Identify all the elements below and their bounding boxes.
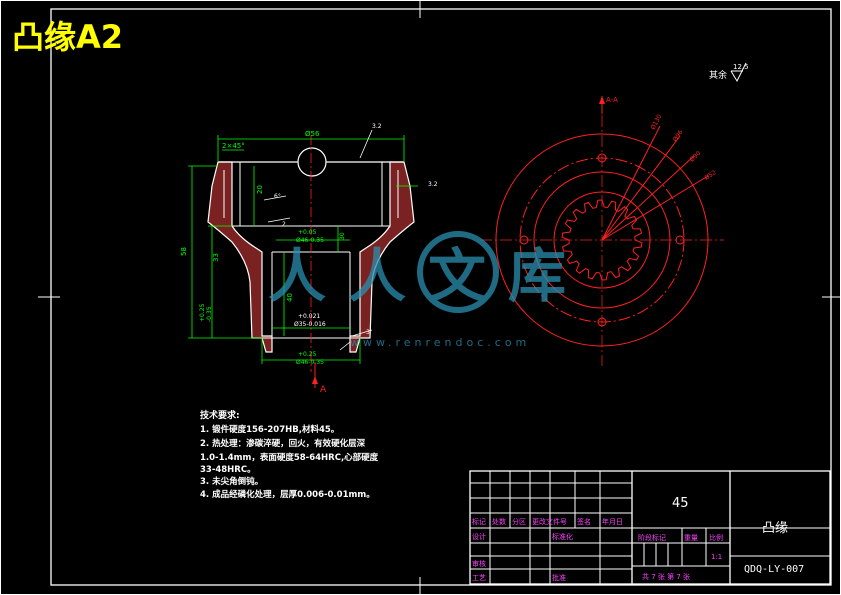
pin-hole: [297, 147, 327, 177]
dim-r2: 2: [282, 221, 286, 228]
dim-r3: 3: [366, 329, 370, 336]
watermark-text: 人人文库: [268, 242, 588, 310]
dim-tol-small: +0.021: [298, 313, 320, 320]
dim-d46-bot: Ø46-0.35: [296, 359, 324, 366]
section-view: A: [180, 123, 438, 395]
title-block-text: 标记 处数 分区 更改文件号 签名 年月日 设计 标准化 审核 工艺 批准 阶段…: [472, 496, 804, 582]
tb-sheets: 共 7 张 第 7 张: [642, 572, 690, 581]
notes-heading: 技术要求:: [200, 409, 240, 421]
tb-weight-label: 重量: [684, 534, 698, 542]
section-dimensions: [188, 135, 418, 364]
dim-tol-a: +0.25: [199, 303, 206, 322]
watermark-logo-ring: [417, 231, 499, 313]
section-arrows: [312, 362, 318, 388]
roughness-prefix: 其余: [709, 69, 727, 81]
tb-scale-value: 1:1: [711, 553, 722, 561]
notes-line-5: 3. 未尖角倒钝。: [200, 476, 263, 487]
dim-h40: 40: [286, 293, 294, 302]
title-block: [469, 470, 831, 585]
section-label-bottom: A: [320, 385, 327, 395]
tb-standard: 标准化: [552, 532, 573, 541]
tb-stage-label: 阶段标记: [638, 533, 666, 542]
notes-line-3: 1.0-1.4mm，表面硬度58-64HRC,心部硬度: [200, 452, 379, 463]
dia-130: Ø130: [650, 113, 664, 131]
circular-view: [480, 96, 724, 366]
tb-design: 设计: [472, 532, 486, 541]
dim-h30: 30: [339, 232, 346, 240]
dim-d35: Ø35-0.016: [294, 321, 326, 328]
dim-tol-bot: +0.25: [298, 351, 317, 358]
dim-d56: Ø56: [305, 130, 320, 138]
tb-part-name: 凸缘: [762, 521, 788, 536]
tb-header-5: 年月日: [602, 517, 623, 526]
watermark-url: www.renrendoc.com: [350, 336, 530, 349]
tb-material: 45: [672, 496, 689, 511]
roughness-value: 12.5: [733, 63, 749, 71]
roughness-right: 3.2: [428, 181, 438, 188]
frame-center-marks: [38, 0, 841, 595]
drawing-title: 凸缘A2: [12, 18, 123, 56]
tb-approve: 批准: [552, 573, 566, 582]
dim-tol-b: -0.35: [206, 306, 213, 322]
notes-line-2: 2. 热处理：渗碳淬硬，回火，有效硬化层深: [200, 438, 366, 449]
tb-review: 审核: [472, 559, 486, 568]
tb-process: 工艺: [472, 574, 486, 582]
tb-header-4: 签名: [577, 517, 591, 526]
notes-line-1: 1. 锻件硬度156-207HB,材料45。: [200, 424, 339, 435]
notes-line-4: 33-48HRC。: [200, 465, 256, 475]
dia-96: Ø96: [672, 129, 685, 143]
roughness-left: 3.2: [372, 123, 382, 130]
dia-52: Ø52: [703, 169, 717, 182]
tb-scale-label: 比例: [709, 533, 723, 542]
watermark: 人人文库 www.renrendoc.com: [268, 231, 588, 349]
dim-chamfer: 2×45°: [222, 142, 245, 150]
dia-90: Ø90: [689, 150, 703, 164]
tb-header-0: 标记: [472, 517, 486, 526]
tb-header-2: 分区: [512, 517, 526, 526]
section-label-aa: A-A: [606, 96, 618, 104]
dim-tol-pos: +0.05: [298, 229, 317, 236]
dim-angle6: 6°: [274, 193, 281, 200]
dim-h33: 33: [212, 253, 220, 262]
technical-notes: 技术要求: 1. 锻件硬度156-207HB,材料45。 2. 热处理：渗碳淬硬…: [200, 409, 379, 500]
surface-roughness-symbol: 其余 12.5: [709, 62, 749, 83]
tb-header-3: 更改文件号: [532, 517, 567, 526]
notes-line-6: 4. 成品经磷化处理，层厚0.006-0.01mm。: [200, 489, 375, 500]
tb-drawing-no: QDQ-LY-007: [744, 564, 804, 575]
dim-h58: 58: [180, 247, 188, 256]
tb-header-1: 处数: [492, 517, 506, 526]
dim-d46-top: Ø46-0.35: [296, 237, 324, 244]
dim-h20: 20: [256, 185, 264, 194]
